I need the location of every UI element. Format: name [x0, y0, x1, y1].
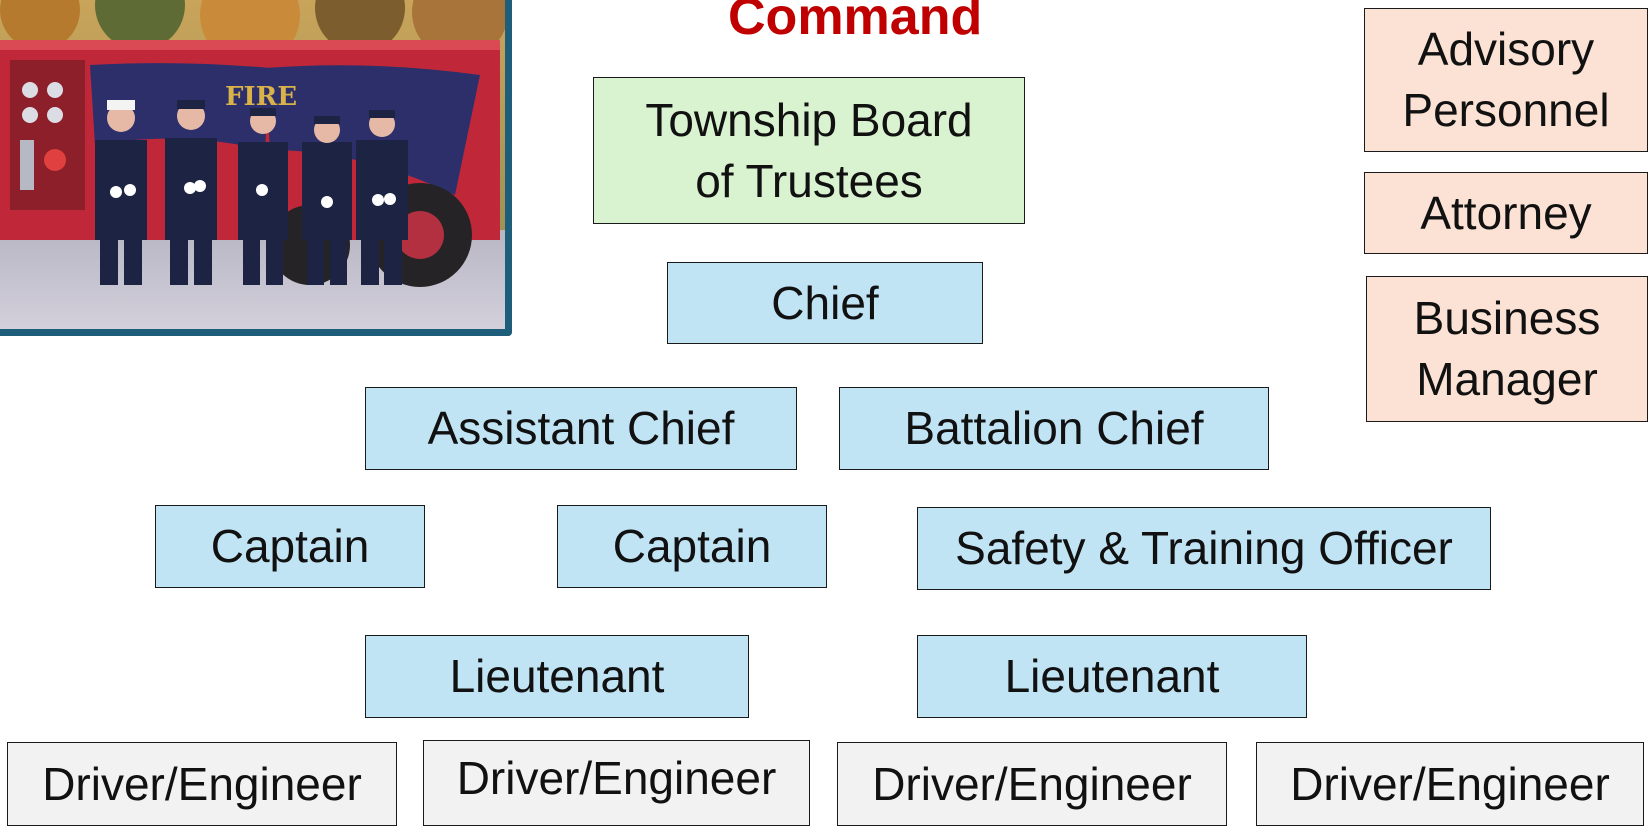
captain-box-1: Captain	[155, 505, 425, 588]
assistant-chief-label: Assistant Chief	[427, 402, 735, 455]
advisory-line1: Advisory	[1417, 23, 1595, 76]
battalion-chief-label: Battalion Chief	[904, 402, 1204, 455]
page-title: Command	[728, 0, 983, 46]
lieutenant-box-2: Lieutenant	[917, 635, 1307, 718]
driver-engineer-label-4: Driver/Engineer	[1290, 757, 1610, 810]
advisory-personnel-box: Advisory Personnel	[1364, 8, 1648, 152]
driver-engineer-label-2: Driver/Engineer	[456, 751, 777, 804]
fire-crew-photo: FIRE	[0, 0, 512, 336]
lieutenant-label-2: Lieutenant	[1004, 650, 1220, 703]
business-manager-line2: Manager	[1416, 353, 1598, 405]
driver-engineer-box-1: Driver/Engineer	[7, 742, 397, 826]
attorney-label: Attorney	[1420, 186, 1592, 239]
lieutenant-box-1: Lieutenant	[365, 635, 749, 718]
truck-lettering: FIRE	[225, 82, 297, 112]
fire-crew-photo-image: FIRE	[0, 0, 505, 329]
chief-box: Chief	[667, 262, 983, 344]
assistant-chief-box: Assistant Chief	[365, 387, 797, 470]
captain-label-1: Captain	[210, 520, 370, 573]
driver-engineer-label-1: Driver/Engineer	[42, 757, 362, 810]
captain-box-2: Captain	[557, 505, 827, 588]
business-manager-box: Business Manager	[1366, 276, 1648, 422]
driver-engineer-label-3: Driver/Engineer	[872, 757, 1192, 810]
township-board-box: Township Board of Trustees	[593, 77, 1025, 224]
township-board-line2: of Trustees	[695, 154, 923, 207]
attorney-box: Attorney	[1364, 172, 1648, 254]
battalion-chief-box: Battalion Chief	[839, 387, 1269, 470]
safety-training-officer-box: Safety & Training Officer	[917, 507, 1491, 590]
township-board-line1: Township Board	[645, 93, 973, 146]
driver-engineer-box-2: Driver/Engineer	[423, 740, 810, 826]
captain-label-2: Captain	[612, 520, 772, 573]
safety-training-officer-label: Safety & Training Officer	[955, 522, 1453, 575]
advisory-line2: Personnel	[1402, 84, 1610, 136]
lieutenant-label-1: Lieutenant	[449, 650, 665, 703]
driver-engineer-box-4: Driver/Engineer	[1256, 742, 1644, 826]
driver-engineer-box-3: Driver/Engineer	[837, 742, 1227, 826]
business-manager-line1: Business	[1413, 292, 1601, 345]
chief-label: Chief	[771, 276, 879, 329]
